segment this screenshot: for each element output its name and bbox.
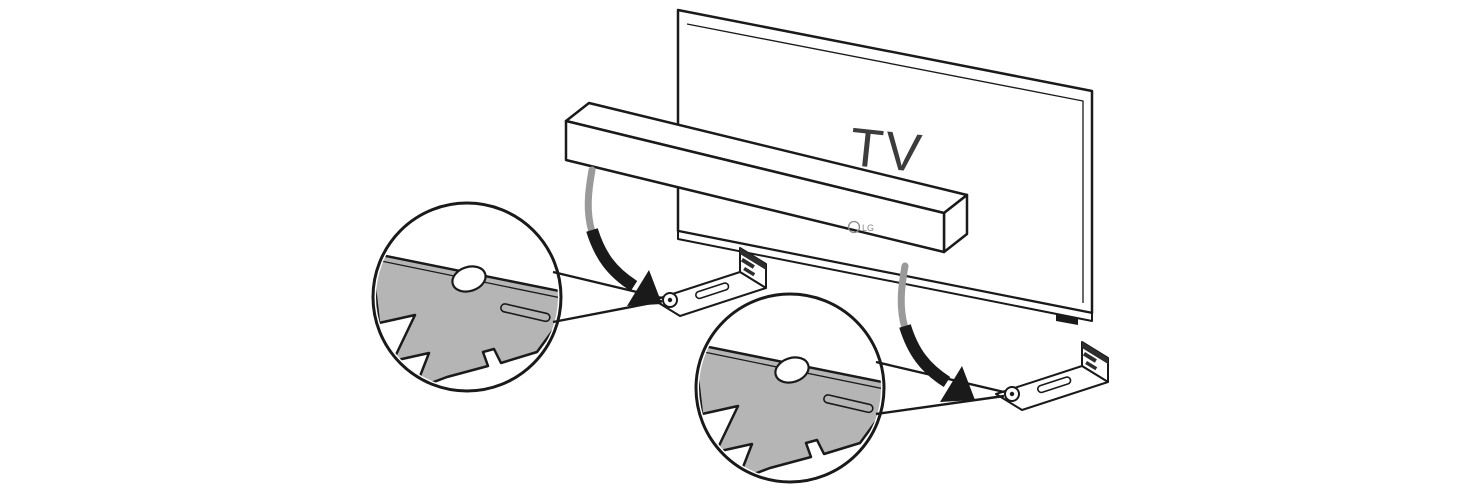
bracket-right bbox=[995, 341, 1109, 411]
magnifier-left bbox=[371, 201, 563, 393]
soundbar-front-face bbox=[564, 119, 946, 254]
brand-logo: LG bbox=[847, 220, 874, 234]
soundbar: LG bbox=[564, 101, 969, 254]
brand-logo-label: LG bbox=[862, 223, 874, 233]
magnifier-right bbox=[694, 292, 886, 484]
callout-line bbox=[875, 394, 1005, 416]
brand-logo-icon bbox=[847, 220, 861, 234]
curved-arrow-left-icon bbox=[588, 170, 662, 306]
tv-bezel-line bbox=[686, 23, 1084, 303]
tv-foot bbox=[1056, 314, 1078, 325]
tv-panel: TV bbox=[676, 8, 1094, 325]
tv-bottom-edge bbox=[677, 230, 1093, 322]
